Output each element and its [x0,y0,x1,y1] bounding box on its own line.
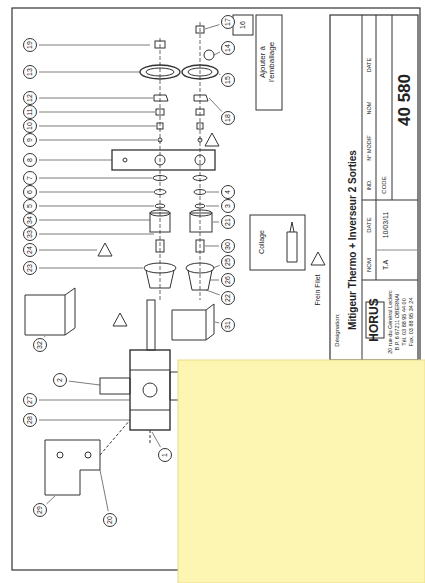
callout-number: 26 [221,273,235,287]
callout-number: 34 [23,213,37,227]
callout-number: 10 [23,119,37,133]
callout-number: 24 [23,243,37,257]
callout-number: 11 [23,105,37,119]
callout-number: 27 [23,393,37,407]
leader-line [100,470,108,511]
leader-line [210,280,219,281]
label-text: Fax. 03 88 95 34 24 [408,298,414,347]
callout-number: 17 [221,15,235,29]
leader-line [39,400,130,401]
label-text: B.P. 6 67211 OBERNAI [394,294,400,351]
leader-line [214,52,220,55]
leader-line [39,250,97,251]
leader-line [39,112,155,113]
callout-number: 32 [33,338,47,352]
label-text: Frein Filet [314,274,322,305]
label-text: N° MODIF [366,135,372,160]
label-text: DATE [366,58,372,72]
label-text: Ajouter à l'emballage [259,27,277,97]
callout-number: 15 [221,73,235,87]
callout-number: 31 [221,318,235,332]
callout-number: 14 [221,41,235,55]
label-text: Collage [258,230,266,254]
callout-number: 25 [221,255,235,269]
leader-line [44,336,46,337]
leader-line [39,126,156,127]
callout-number: 28 [23,413,37,427]
label-text: DATE [366,217,373,233]
callout-number: 4 [221,185,235,199]
callout-number: 2 [53,373,67,387]
callout-number: 21 [221,215,235,229]
leader-line [205,246,219,247]
callout-number: 33 [23,227,37,241]
leader-line [215,322,219,324]
callout-number: 23 [23,261,37,275]
callout-number: 13 [23,65,37,79]
leader-line [39,72,140,73]
leader-line [206,290,220,295]
leader-line [152,432,161,447]
leader-line [213,265,220,268]
callout-number: 12 [23,91,37,105]
label-text: 16 [239,21,247,29]
leader-line [39,234,154,235]
leader-line [69,381,100,385]
leader-line [205,25,219,29]
callout-number: 20 [103,513,117,527]
title-text: Mitigeur Thermo + Inverseur 2 Sorties [347,150,358,330]
label-text: Tél. 03 88 95 44 00 [401,298,407,345]
callout-number: 19 [23,38,37,52]
label-text: 40 580 [396,74,415,126]
label-text: HORUS [368,298,381,341]
leader-line [39,220,150,221]
callout-number: 8 [23,153,37,167]
leader-line [39,45,150,46]
callout-number: 6 [23,185,37,199]
leader-line [39,268,143,269]
callout-number: 5 [23,199,37,213]
leader-line [47,496,55,504]
label-text: Désignation: [334,313,341,346]
label-text: 10/03/11 [382,212,390,239]
callout-number: 7 [23,171,37,185]
leader-line [209,98,222,111]
leader-line [39,192,153,193]
callout-number: 1 [158,448,172,462]
leader-line [39,140,157,141]
label-text: IND. [366,180,372,191]
leader-line [39,160,112,161]
leader-line [39,98,153,99]
label-text: NOM [366,258,373,272]
label-text: 20 rue du Général Leclerc [387,290,393,354]
label-text: CODE [381,176,388,193]
leader-line [213,222,219,223]
callout-number: 29 [33,503,47,517]
leader-line [219,74,221,75]
leader-line [39,420,130,421]
callout-number: 18 [221,111,235,125]
callout-number: 30 [221,239,235,253]
leader-line [39,178,152,179]
label-text: NOM [366,102,372,115]
leader-line [206,206,219,207]
callout-number: 22 [221,291,235,305]
callout-number: 9 [23,133,37,147]
callout-number: 3 [221,199,235,213]
leader-line [207,192,219,193]
label-text: T.A [382,260,390,270]
leader-line [39,206,154,207]
